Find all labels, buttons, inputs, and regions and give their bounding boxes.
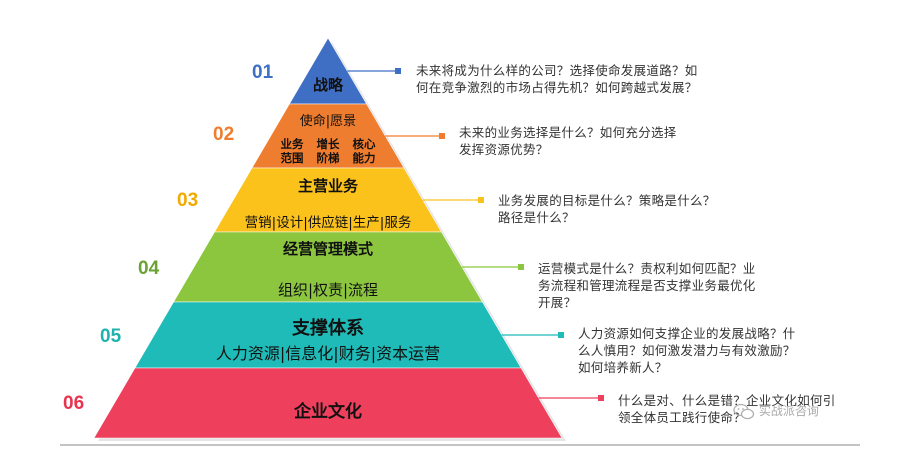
- description-line: 未来的业务选择是什么？如何充分选择: [459, 125, 677, 140]
- level-2-description: 未来的业务选择是什么？如何充分选择 发挥资源优势？: [459, 124, 759, 158]
- description-line: 领全体员工践行使命？: [618, 410, 747, 425]
- level-6-description: 什么是对、什么是错？企业文化如何引 领全体员工践行使命？: [618, 392, 888, 426]
- square-bullet-icon: [558, 332, 564, 338]
- description-line: 么人慎用？如何激发潜力与有效激励？: [578, 343, 796, 358]
- watermark-text: 实战派咨询: [758, 404, 819, 418]
- level-5-title: 支撑体系: [292, 318, 364, 339]
- grid-cell: 核心: [352, 137, 376, 151]
- level-4-number: 04: [138, 258, 160, 279]
- description-line: 未来将成为什么样的公司？选择使命发展道路？如: [416, 63, 698, 78]
- level-4-title: 经营管理模式: [282, 240, 373, 258]
- description-line: 人力资源如何支撑企业的发展战略？什: [578, 326, 796, 341]
- level-1-number: 01: [252, 62, 274, 83]
- square-bullet-icon: [518, 264, 524, 270]
- description-line: 何在竞争激烈的市场占得先机？如何跨越式发展？: [416, 80, 698, 95]
- level-3-number: 03: [177, 190, 199, 211]
- grid-cell: 阶梯: [316, 151, 340, 165]
- grid-cell: 能力: [352, 151, 376, 165]
- level-5-subtitle: 人力资源|信息化|财务|资本运营: [215, 344, 441, 363]
- description-line: 如何培养新人？: [578, 360, 668, 375]
- grid-cell: 范围: [280, 151, 304, 165]
- pyramid-layer-6: [93, 367, 563, 439]
- level-3-title: 主营业务: [297, 177, 358, 195]
- level-1-description: 未来将成为什么样的公司？选择使命发展道路？如 何在竞争激烈的市场占得先机？如何跨…: [416, 62, 756, 96]
- description-line: 务流程和管理流程是否支撑业务最优化: [538, 278, 756, 293]
- description-line: 发挥资源优势？: [459, 142, 549, 157]
- level-2-grid: 业务增长核心 范围阶梯能力: [268, 137, 388, 165]
- description-line: 路径是什么？: [498, 210, 575, 225]
- level-6-title: 企业文化: [294, 402, 362, 422]
- square-bullet-icon: [395, 68, 401, 74]
- level-5-description: 人力资源如何支撑企业的发展战略？什 么人慎用？如何激发潜力与有效激励？ 如何培养…: [578, 325, 878, 376]
- level-3-description: 业务发展的目标是什么？策略是什么？ 路径是什么？: [498, 192, 798, 226]
- level-6-number: 06: [63, 393, 85, 414]
- level-2-title: 使命|愿景: [299, 114, 357, 129]
- description-line: 业务发展的目标是什么？策略是什么？: [498, 193, 716, 208]
- level-3-subtitle: 营销|设计|供应链|生产|服务: [244, 215, 412, 231]
- description-line: 开展？: [538, 295, 577, 310]
- square-bullet-icon: [439, 133, 445, 139]
- chat-bubble-icon: [733, 403, 755, 419]
- level-4-description: 运营模式是什么？责权利如何匹配？业 务流程和管理流程是否支撑业务最优化 开展？: [538, 260, 838, 311]
- watermark: 实战派咨询: [733, 398, 873, 424]
- description-line: 什么是对、什么是错？企业文化如何引: [618, 393, 836, 408]
- square-bullet-icon: [598, 395, 604, 401]
- level-4-subtitle: 组织|权责|流程: [277, 281, 379, 299]
- level-1-title: 战略: [312, 76, 343, 94]
- square-bullet-icon: [478, 197, 484, 203]
- grid-cell: 业务: [280, 137, 304, 151]
- description-line: 运营模式是什么？责权利如何匹配？业: [538, 261, 756, 276]
- grid-cell: 增长: [316, 137, 340, 151]
- level-2-number: 02: [213, 124, 235, 145]
- level-5-number: 05: [100, 326, 122, 347]
